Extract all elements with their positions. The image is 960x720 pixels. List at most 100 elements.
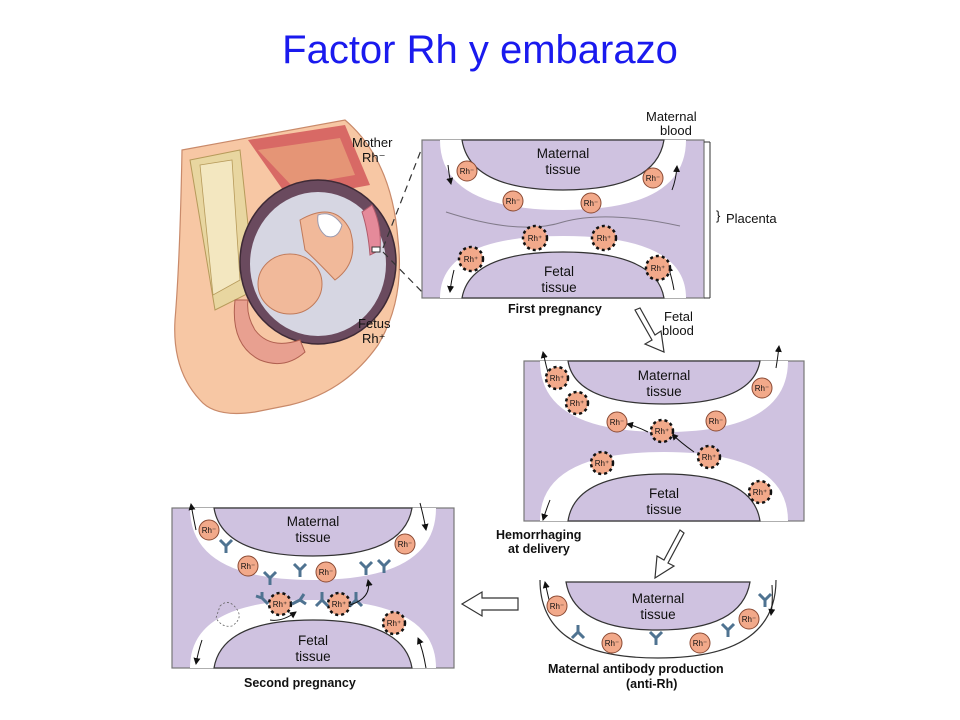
fetus-rh-label: Rh⁺ xyxy=(362,331,385,346)
rh-negative-cell: Rh⁻ xyxy=(689,632,711,654)
antibody-icon xyxy=(376,558,392,573)
rh-negative-cell: Rh⁻ xyxy=(237,555,259,577)
p1-fetal-tissue-line1: Fetal xyxy=(544,264,574,279)
antibody-icon xyxy=(314,592,330,608)
svg-text:Rh⁻: Rh⁻ xyxy=(584,199,598,208)
svg-text:Rh⁻: Rh⁻ xyxy=(709,417,723,426)
flow-arrow-icon xyxy=(654,529,685,580)
antibody-icon xyxy=(358,560,374,575)
svg-text:Rh⁺: Rh⁺ xyxy=(753,488,767,497)
rh-positive-cell: Rh⁺ xyxy=(544,365,570,391)
p2-maternal-tissue-line1: Maternal xyxy=(638,368,691,383)
svg-text:Rh⁻: Rh⁻ xyxy=(398,540,412,549)
page-title: Factor Rh y embarazo xyxy=(282,28,678,72)
antibody-icon xyxy=(648,630,664,645)
svg-text:Rh⁻: Rh⁻ xyxy=(646,174,660,183)
p2-maternal-tissue-line2: tissue xyxy=(646,384,681,399)
p4-maternal-tissue-line2: tissue xyxy=(295,530,330,545)
rh-positive-cell: Rh⁺ xyxy=(457,245,485,273)
rh-negative-cell: Rh⁻ xyxy=(705,410,727,432)
caption-antibody-line2: (anti-Rh) xyxy=(626,677,677,691)
rh-negative-cell: Rh⁻ xyxy=(315,561,337,583)
maternal-blood-label-line2: blood xyxy=(660,123,692,138)
p4-fetal-tissue-line2: tissue xyxy=(295,649,330,664)
rh-negative-cell: Rh⁻ xyxy=(198,519,220,541)
svg-text:Rh⁻: Rh⁻ xyxy=(755,384,769,393)
svg-text:Rh⁺: Rh⁺ xyxy=(464,255,478,264)
caption-hemorrhaging-line2: at delivery xyxy=(508,542,570,556)
antibody-icon xyxy=(292,562,308,577)
flow-arrow-icon xyxy=(460,590,519,618)
rh-negative-cell: Rh⁻ xyxy=(601,632,623,654)
rh-positive-cell: Rh⁺ xyxy=(381,610,407,636)
rh-negative-cell: Rh⁻ xyxy=(394,533,416,555)
svg-text:Rh⁺: Rh⁺ xyxy=(332,600,346,609)
p3-maternal-tissue-line2: tissue xyxy=(640,607,675,622)
svg-text:Rh⁻: Rh⁻ xyxy=(610,418,624,427)
svg-text:Rh⁻: Rh⁻ xyxy=(550,602,564,611)
svg-text:Rh⁺: Rh⁺ xyxy=(528,234,542,243)
rh-positive-cell: Rh⁺ xyxy=(747,479,773,505)
fetal-blood-label-line1: Fetal xyxy=(664,309,693,324)
svg-text:Rh⁻: Rh⁻ xyxy=(693,639,707,648)
panel-antibody-production xyxy=(539,579,777,659)
antibody-icon xyxy=(255,592,270,606)
rh-negative-cell: Rh⁻ xyxy=(502,190,524,212)
svg-text:Rh⁺: Rh⁺ xyxy=(570,399,584,408)
rh-positive-cell: Rh⁺ xyxy=(564,390,590,416)
mother-rh-label: Rh⁻ xyxy=(362,150,385,165)
rh-positive-cell: Rh⁺ xyxy=(696,444,722,470)
placenta-brace: } xyxy=(716,208,721,223)
svg-text:Rh⁺: Rh⁺ xyxy=(595,459,609,468)
antibody-icon xyxy=(757,592,773,607)
svg-text:Rh⁻: Rh⁻ xyxy=(460,167,474,176)
placenta-label: Placenta xyxy=(726,211,777,226)
svg-text:Rh⁺: Rh⁺ xyxy=(273,600,287,609)
antibody-icon xyxy=(262,570,278,585)
p1-maternal-tissue-line1: Maternal xyxy=(537,146,590,161)
rh-negative-cell: Rh⁻ xyxy=(642,167,664,189)
svg-text:Rh⁺: Rh⁺ xyxy=(550,374,564,383)
rh-negative-cell: Rh⁻ xyxy=(738,608,760,630)
rh-positive-cell: Rh⁺ xyxy=(267,591,293,617)
svg-text:Rh⁺: Rh⁺ xyxy=(597,234,611,243)
svg-text:Rh⁻: Rh⁻ xyxy=(241,562,255,571)
maternal-blood-label-line1: Maternal xyxy=(646,109,697,124)
rh-positive-cell: Rh⁺ xyxy=(326,591,352,617)
rh-negative-cell: Rh⁻ xyxy=(456,160,478,182)
caption-first-pregnancy: First pregnancy xyxy=(508,302,602,316)
rh-negative-cell: Rh⁻ xyxy=(580,192,602,214)
svg-text:Rh⁻: Rh⁻ xyxy=(605,639,619,648)
fetus-label: Fetus xyxy=(358,316,391,331)
rh-positive-cell: Rh⁺ xyxy=(644,254,672,282)
svg-text:Rh⁻: Rh⁻ xyxy=(506,197,520,206)
antibody-icon xyxy=(218,538,234,553)
zoom-line-top xyxy=(382,139,426,249)
zoom-line-bottom xyxy=(382,251,426,296)
rh-positive-cell: Rh⁺ xyxy=(521,224,549,252)
p1-fetal-tissue-line2: tissue xyxy=(541,280,576,295)
mother-illustration xyxy=(174,119,401,415)
flow-arrow-icon xyxy=(634,307,665,353)
rh-negative-cell: Rh⁻ xyxy=(606,411,628,433)
rh-positive-cell: Rh⁺ xyxy=(649,418,675,444)
svg-text:Rh⁻: Rh⁻ xyxy=(319,568,333,577)
fetal-blood-label-line2: blood xyxy=(662,323,694,338)
antibody-icon xyxy=(720,622,736,637)
antibody-icon xyxy=(570,625,586,640)
p2-fetal-tissue-line2: tissue xyxy=(646,502,681,517)
rh-positive-cell: Rh⁺ xyxy=(590,224,618,252)
p4-maternal-tissue-line1: Maternal xyxy=(287,514,340,529)
caption-hemorrhaging-line1: Hemorrhaging xyxy=(496,528,581,542)
rh-negative-cell: Rh⁻ xyxy=(751,377,773,399)
svg-text:Rh⁻: Rh⁻ xyxy=(742,615,756,624)
p1-maternal-tissue-line2: tissue xyxy=(545,162,580,177)
svg-text:Rh⁺: Rh⁺ xyxy=(702,453,716,462)
mother-label: Mother xyxy=(352,135,393,150)
caption-antibody-line1: Maternal antibody production xyxy=(548,662,724,676)
p2-fetal-tissue-line1: Fetal xyxy=(649,486,679,501)
antibody-icon xyxy=(291,593,307,606)
svg-text:Rh⁻: Rh⁻ xyxy=(202,526,216,535)
caption-second-pregnancy: Second pregnancy xyxy=(244,676,356,690)
